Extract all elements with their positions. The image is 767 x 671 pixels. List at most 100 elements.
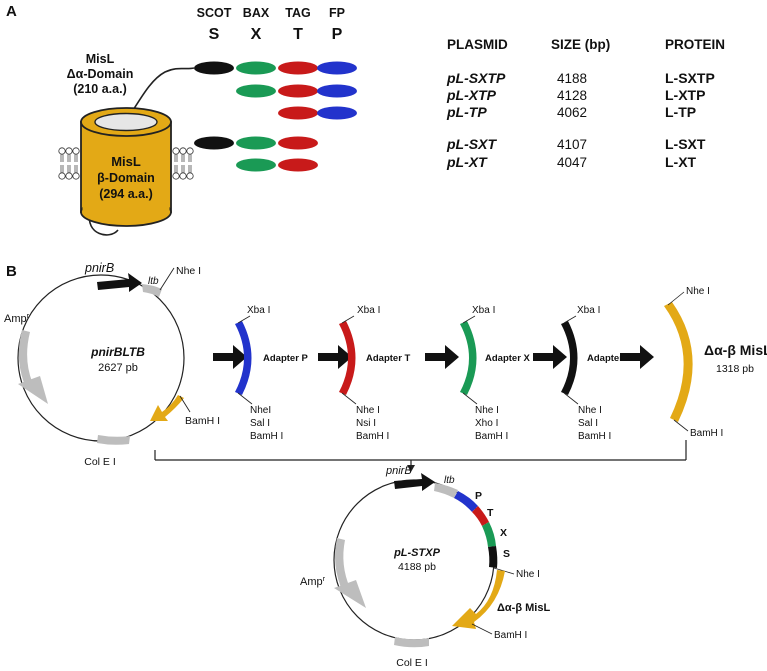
alpha-domain-line2: Δα-Domain	[67, 67, 134, 81]
final-cole-label: Col E I	[396, 657, 428, 669]
domain-ellipse-tag	[278, 106, 318, 120]
vector-nhe-label: Nhe I	[176, 265, 201, 277]
panel-a-letter: A	[6, 3, 17, 20]
beta-domain-line3: (294 a.a.)	[99, 187, 153, 201]
adapter-p	[235, 315, 253, 405]
flow-arrow	[533, 345, 567, 369]
flow-arrow	[318, 345, 352, 369]
misl-barrel	[80, 107, 172, 227]
table-header-protein: PROTEIN	[665, 37, 725, 52]
ltb-segment	[142, 284, 162, 297]
pnirb-arrow	[97, 273, 142, 292]
table-row-plasmid: pL-SXT	[446, 136, 497, 152]
domain-ellipse-bax	[236, 84, 276, 98]
table-row-plasmid: pL-SXTP	[446, 70, 506, 86]
vector-ltb-label: ltb	[148, 276, 159, 287]
final-ltb-segment	[434, 483, 458, 498]
vector-plasmid	[17, 267, 191, 445]
domain-ellipse-fp	[317, 61, 357, 75]
adapter-p-bottom-3: BamH I	[250, 431, 283, 442]
misl-insert-bottom: BamH I	[690, 428, 723, 439]
alpha-domain-line1: MisL	[86, 52, 115, 66]
adapter-x-bottom-3: BamH I	[475, 431, 508, 442]
panel-b-letter: B	[6, 263, 17, 280]
final-x-segment	[482, 522, 496, 547]
domain-ellipse-bax	[236, 158, 276, 172]
adapter-s-bottom-2: Sal I	[578, 418, 598, 429]
table-row-size: 4047	[557, 155, 587, 170]
adapter-p-label: Adapter P	[263, 353, 309, 364]
table-row-protein: L-SXTP	[665, 70, 715, 86]
alpha-domain-line3: (210 a.a.)	[73, 82, 127, 96]
assembly-bracket	[154, 440, 687, 472]
final-plasmid	[333, 473, 515, 648]
domain-ellipse-scot	[194, 136, 234, 150]
adapter-s-arc	[561, 321, 578, 395]
misl-insert-top: Nhe I	[686, 286, 710, 297]
final-name: pL-STXP	[393, 547, 440, 559]
domain-ellipse-tag	[278, 84, 318, 98]
table-header-plasmid: PLASMID	[447, 37, 508, 52]
final-p-segment	[454, 491, 478, 512]
ampr-arrow	[18, 330, 33, 388]
adapter-p-top: Xba I	[247, 305, 270, 316]
table-row-protein: L-SXT	[665, 136, 706, 152]
table-row-plasmid: pL-XT	[446, 154, 488, 170]
final-t-label: T	[487, 507, 494, 519]
final-bamh-label: BamH I	[494, 630, 527, 641]
domain-ellipse-bax	[236, 136, 276, 150]
adapter-t-bottom-3: BamH I	[356, 431, 389, 442]
misl-insert	[664, 291, 693, 432]
table-row-size: 4188	[557, 71, 587, 86]
adapter-x-label: Adapter X	[485, 353, 531, 364]
misl-insert-arc	[664, 302, 693, 422]
down-arrow	[407, 465, 415, 472]
adapter-x-bottom-2: Xho I	[475, 418, 498, 429]
adapter-s-bottom-1: Nhe I	[578, 405, 602, 416]
adapter-s-bottom-3: BamH I	[578, 431, 611, 442]
adapter-s-label: Adapter S	[587, 353, 632, 364]
final-x-label: X	[500, 527, 507, 539]
adapter-t-label: Adapter T	[366, 353, 411, 364]
vector-name: pnirBLTB	[90, 345, 145, 359]
beta-domain-line2: β-Domain	[97, 171, 155, 185]
barrel-pore	[94, 112, 158, 132]
final-s-label: S	[503, 548, 510, 560]
final-t-segment	[472, 506, 489, 526]
misl-insert-label: Δα-β MisL	[704, 342, 767, 358]
domain-ellipse-fp	[317, 106, 357, 120]
final-amp-label: Ampr	[300, 574, 326, 588]
adapter-x-bottom-1: Nhe I	[475, 405, 499, 416]
final-misl-label: Δα-β MisL	[497, 602, 550, 614]
flow-arrow	[425, 345, 459, 369]
domain-ellipse-tag	[278, 136, 318, 150]
domain-name-scot: SCOT	[197, 6, 232, 20]
table-row-size: 4107	[557, 137, 587, 152]
table-row-plasmid: pL-TP	[446, 104, 487, 120]
domain-ellipse-tag	[278, 61, 318, 75]
domain-name-fp: FP	[329, 6, 345, 20]
misl-insert-size: 1318 pb	[716, 363, 754, 375]
vector-amp-label: Ampr	[4, 311, 30, 325]
membrane-left	[58, 147, 80, 180]
misl-segment	[150, 395, 184, 421]
domain-ellipse-scot	[194, 61, 234, 75]
domain-name-tag: TAG	[285, 6, 310, 20]
domain-ellipse-tag	[278, 158, 318, 172]
adapter-p-bottom-1: NheI	[250, 405, 271, 416]
beta-domain-line1: MisL	[111, 154, 141, 169]
vector-cole-label: Col E I	[84, 456, 116, 468]
final-s-segment	[488, 546, 498, 568]
table-row-plasmid: pL-XTP	[446, 87, 497, 103]
domain-letter-x: X	[251, 26, 262, 43]
adapter-x	[460, 315, 478, 405]
table-row-protein: L-XT	[665, 154, 697, 170]
final-cole1-segment	[394, 637, 429, 648]
domain-letter-s: S	[209, 26, 220, 43]
adapter-t-bottom-1: Nhe I	[356, 405, 380, 416]
final-nhe-label: Nhe I	[516, 569, 540, 580]
table-header-size: SIZE (bp)	[551, 37, 610, 52]
adapter-p-arc	[235, 321, 252, 395]
domain-name-bax: BAX	[243, 6, 270, 20]
membrane-right	[172, 147, 194, 180]
